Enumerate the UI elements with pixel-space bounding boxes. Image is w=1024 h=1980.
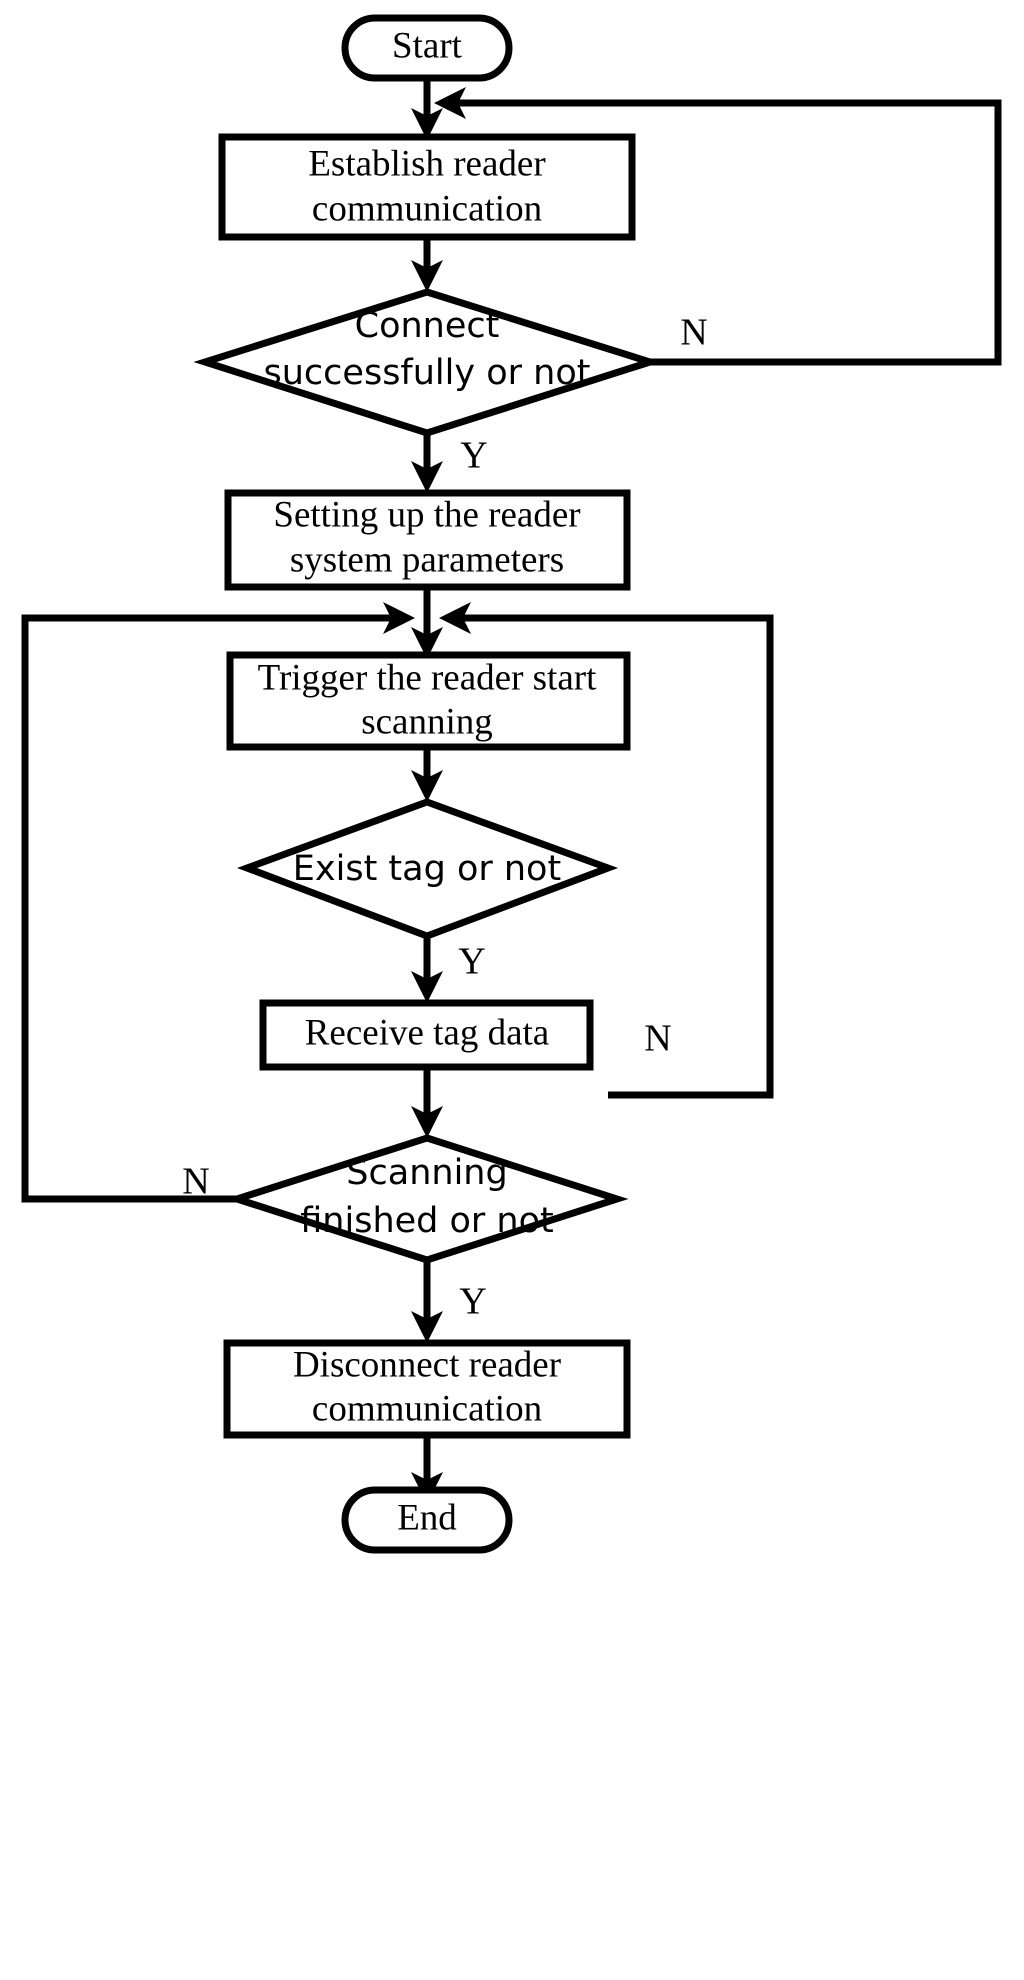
edge-finished-no-loop [21, 602, 415, 1203]
node-start[interactable]: Start [341, 14, 513, 82]
node-finished-label-line2: finished or not [300, 1201, 554, 1241]
branch-label-finished-no: N [182, 1161, 209, 1203]
node-disconnect-label-line1: Disconnect reader [293, 1344, 561, 1385]
node-setting-up-reader-parameters[interactable]: Setting up the reader system parameters [224, 489, 631, 591]
node-start-label: Start [392, 25, 463, 66]
node-trigger-label-line2: scanning [361, 701, 493, 742]
node-scanning-finished-decision[interactable]: Scanning finished or not [225, 1134, 629, 1264]
branch-label-exist-no: N [644, 1018, 671, 1060]
edge-merge-to-trigger [411, 618, 443, 659]
node-receive-tag-data[interactable]: Receive tag data [259, 999, 594, 1071]
node-finished-label-line1: Scanning [346, 1153, 507, 1193]
node-disconnect-label-line2: communication [312, 1388, 542, 1429]
node-disconnect-reader-communication[interactable]: Disconnect reader communication [223, 1339, 631, 1439]
edge-connect-yes-to-setup [411, 435, 443, 493]
node-receive-label: Receive tag data [305, 1012, 549, 1053]
node-connect-successfully-decision[interactable]: Connect successfully or not [193, 288, 662, 437]
branch-label-connect-no: N [680, 312, 707, 354]
branch-label-finished-yes: Y [459, 1281, 486, 1323]
node-end-label: End [397, 1497, 457, 1538]
node-trigger-label-line1: Trigger the reader start [258, 657, 597, 698]
node-setup-label-line1: Setting up the reader [273, 494, 580, 535]
node-connect-label-line2: successfully or not [264, 353, 591, 393]
branch-label-connect-yes: Y [460, 435, 487, 477]
node-trigger-reader-start-scanning[interactable]: Trigger the reader start scanning [226, 651, 631, 751]
edge-start-to-establish [411, 78, 443, 140]
node-exist-tag-label: Exist tag or not [293, 849, 561, 889]
edge-trigger-to-exist [411, 745, 443, 802]
node-end[interactable]: End [341, 1486, 513, 1554]
node-establish-label-line2: communication [312, 188, 542, 229]
branch-label-exist-yes: Y [458, 941, 485, 983]
edge-exist-no-loop [439, 602, 774, 1099]
node-connect-label-line1: Connect [355, 306, 500, 346]
node-setup-label-line2: system parameters [290, 539, 564, 580]
node-establish-label-line1: Establish reader [308, 143, 545, 184]
edge-connect-no-loop [434, 87, 1002, 366]
edge-establish-to-connect [411, 237, 443, 292]
node-exist-tag-decision[interactable]: Exist tag or not [236, 798, 619, 940]
edge-finished-yes-to-disconnect [411, 1262, 443, 1343]
edge-receive-to-finished [411, 1067, 443, 1138]
node-establish-reader-communication[interactable]: Establish reader communication [218, 133, 636, 241]
